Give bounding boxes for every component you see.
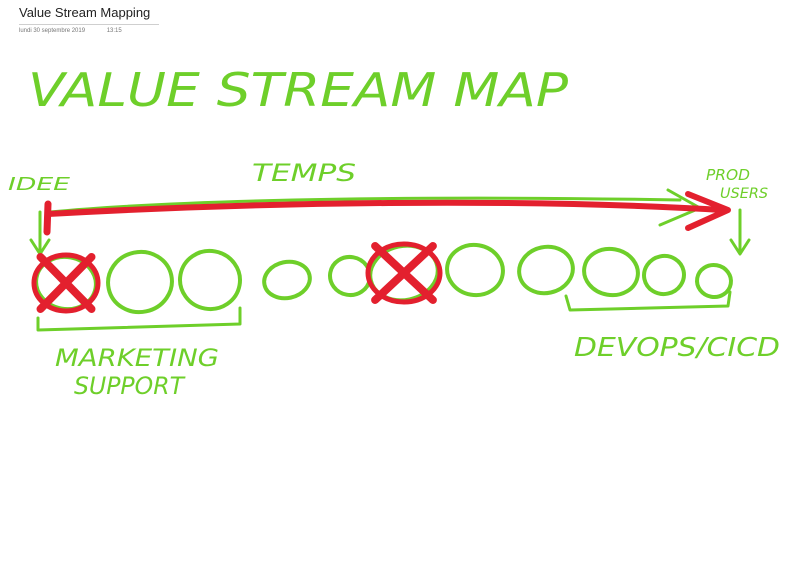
- page-date: lundi 30 septembre 2019: [19, 28, 86, 34]
- left-group-label-support: SUPPORT: [74, 372, 186, 400]
- process-step-circle: [582, 246, 640, 298]
- process-step: [106, 249, 174, 315]
- end-down-arrow: [729, 208, 751, 256]
- left-group-bracket: [36, 306, 242, 332]
- process-step: [178, 248, 242, 312]
- start-label: IDEE: [8, 174, 71, 195]
- waste-circle: [365, 241, 443, 305]
- red-arrowhead: [685, 191, 731, 231]
- process-step: [365, 241, 443, 305]
- process-step: [445, 242, 505, 298]
- process-step-circle: [106, 249, 174, 315]
- process-step-circle: [517, 244, 575, 296]
- right-group-bracket: [564, 290, 732, 312]
- process-step-circle: [695, 262, 733, 300]
- waste-cross: [36, 253, 96, 313]
- left-group-label-marketing: MARKETING: [55, 344, 219, 372]
- process-step: [642, 253, 686, 297]
- waste-circle: [31, 252, 101, 314]
- process-step-circle: [178, 248, 242, 312]
- end-label-prod: PROD: [706, 166, 750, 184]
- process-step-circle: [642, 253, 686, 297]
- heading-text: VALUE STREAM MAP: [28, 63, 568, 117]
- process-step: [582, 246, 640, 298]
- process-step: [695, 262, 733, 300]
- time-label: TEMPS: [252, 159, 356, 187]
- right-group-label: DEVOPS/CICD: [574, 333, 780, 363]
- process-step: [262, 259, 312, 301]
- time-line: [48, 196, 682, 214]
- waste-cross: [371, 242, 437, 304]
- page-title[interactable]: Value Stream Mapping: [19, 5, 151, 20]
- note-header: Value Stream Mapping lundi 30 septembre …: [19, 4, 169, 34]
- process-step: [31, 252, 101, 314]
- process-step-circle: [445, 242, 505, 298]
- process-steps: [31, 241, 733, 315]
- title-underline: [19, 24, 159, 25]
- process-step: [517, 244, 575, 296]
- red-start-tick: [43, 200, 52, 236]
- page-time: 13:15: [106, 28, 122, 34]
- end-label-users: USERS: [720, 186, 768, 202]
- red-time-arrow: [45, 199, 725, 217]
- page-metadata: lundi 30 septembre 2019 13:15: [19, 28, 169, 34]
- process-step-circle: [262, 259, 312, 301]
